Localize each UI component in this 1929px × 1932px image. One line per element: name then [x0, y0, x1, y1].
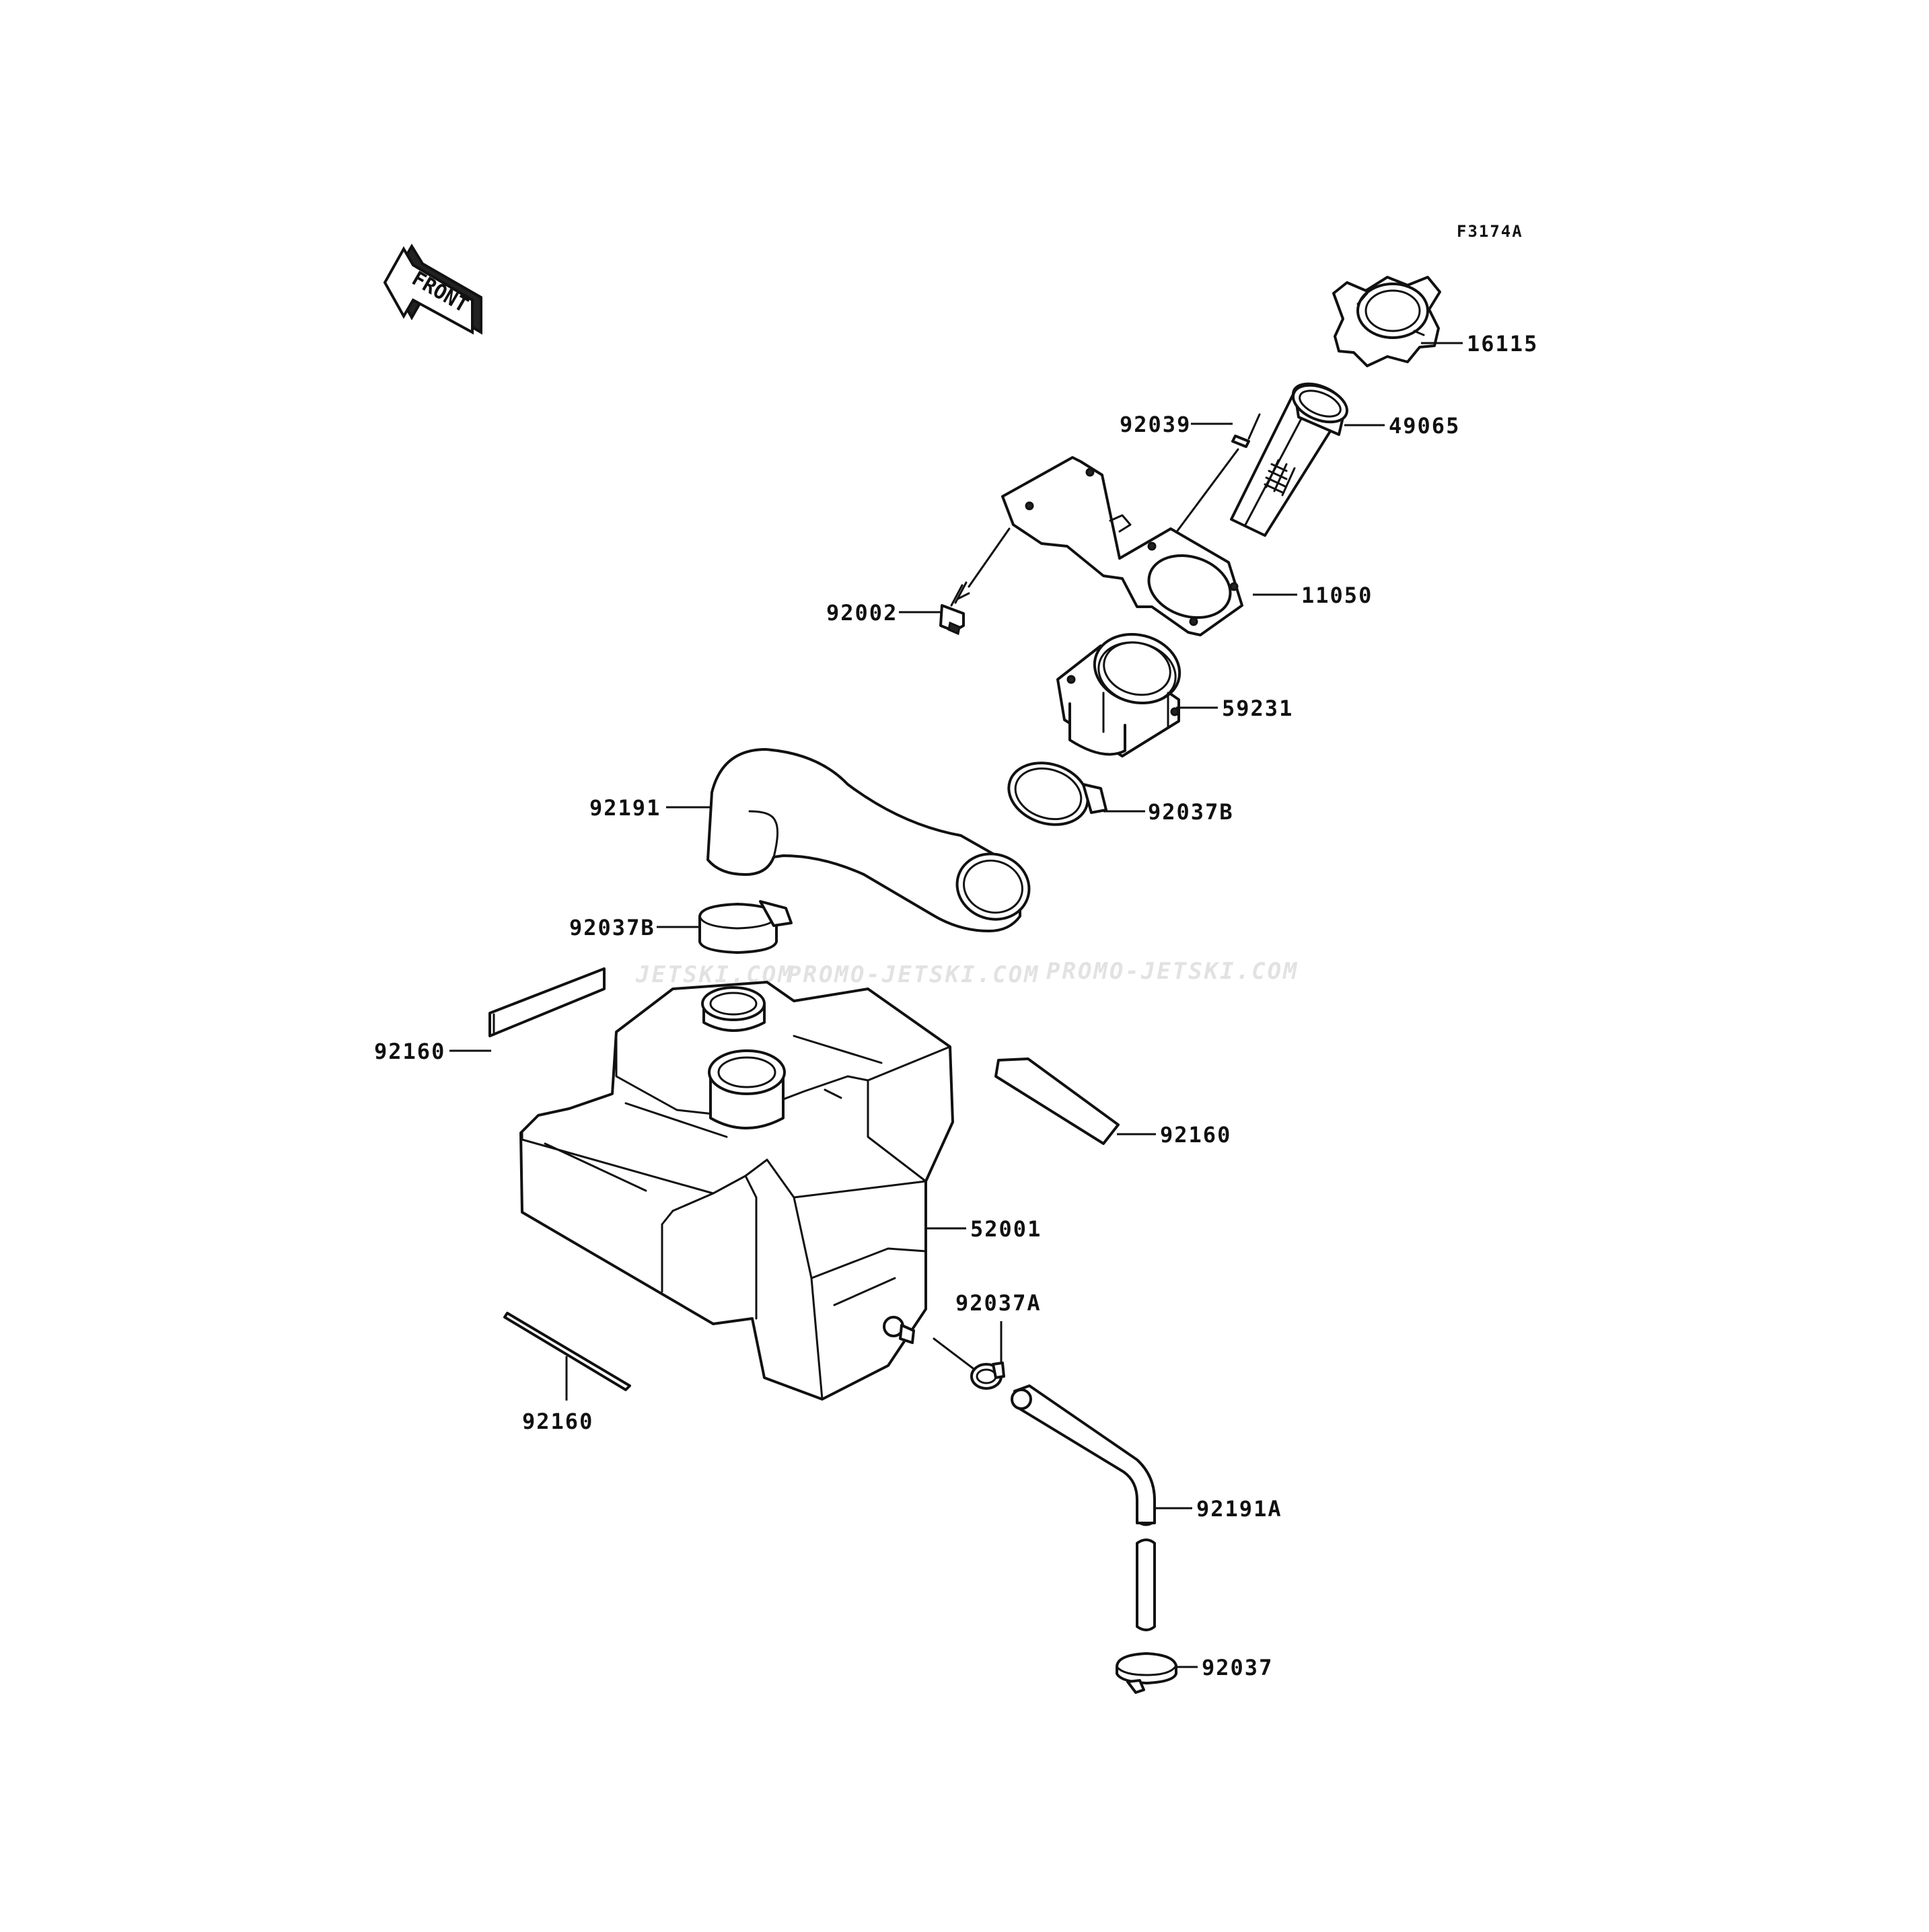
callout-92037b-upper: 92037B: [1148, 799, 1234, 825]
callout-92160-lower: 92160: [522, 1409, 593, 1434]
callout-92037a: 92037A: [955, 1290, 1042, 1316]
filler-neck-part: [1230, 382, 1348, 537]
callout-52001: 52001: [970, 1216, 1042, 1242]
hose-clamp-small-part: [933, 1337, 1005, 1390]
diagram-code: F3174A: [1457, 222, 1523, 241]
pad-upper-left-part: [488, 967, 606, 1037]
filler-adapter-part: [1056, 632, 1181, 757]
callout-labels: 16115 49065 92039 11050 92002 59231 9219…: [374, 331, 1538, 1680]
hose-clamp-lower-part: [698, 900, 793, 954]
callout-92037b-lower: 92037B: [569, 915, 655, 940]
filler-hose-part: [706, 748, 1031, 932]
front-arrow-icon: FRONT: [383, 244, 482, 335]
callout-59231: 59231: [1222, 696, 1293, 721]
callout-92002: 92002: [826, 600, 898, 626]
fuel-tank-part: [519, 981, 954, 1401]
callout-92191a: 92191A: [1196, 1496, 1282, 1522]
callout-92191: 92191: [589, 795, 661, 821]
leader-lines: [449, 342, 1463, 1668]
callout-92160-right: 92160: [1160, 1122, 1231, 1148]
pad-right-part: [994, 1057, 1120, 1145]
strip-lower-left-part: [503, 1312, 631, 1391]
watermark-text-3: PROMO-JETSKI.COM: [1046, 958, 1299, 985]
bolt-part: [939, 527, 1011, 636]
callout-92037: 92037: [1202, 1655, 1273, 1680]
callout-92039: 92039: [1120, 412, 1191, 437]
callout-11050: 11050: [1301, 583, 1373, 608]
drain-hose-part: [1011, 1384, 1156, 1631]
callout-92160-upper-left: 92160: [374, 1039, 445, 1064]
callout-16115: 16115: [1467, 331, 1538, 357]
bracket-part: [1001, 456, 1243, 636]
hose-clip-part: [1116, 1652, 1177, 1694]
hose-clamp-upper-part: [1007, 761, 1107, 826]
watermark-text-2: PROMO-JETSKI.COM: [787, 961, 1040, 988]
callout-49065: 49065: [1389, 413, 1460, 439]
watermark: JETSKI.COM PROMO-JETSKI.COM PROMO-JETSKI…: [635, 958, 1299, 988]
filler-cap-part: [1332, 276, 1441, 367]
